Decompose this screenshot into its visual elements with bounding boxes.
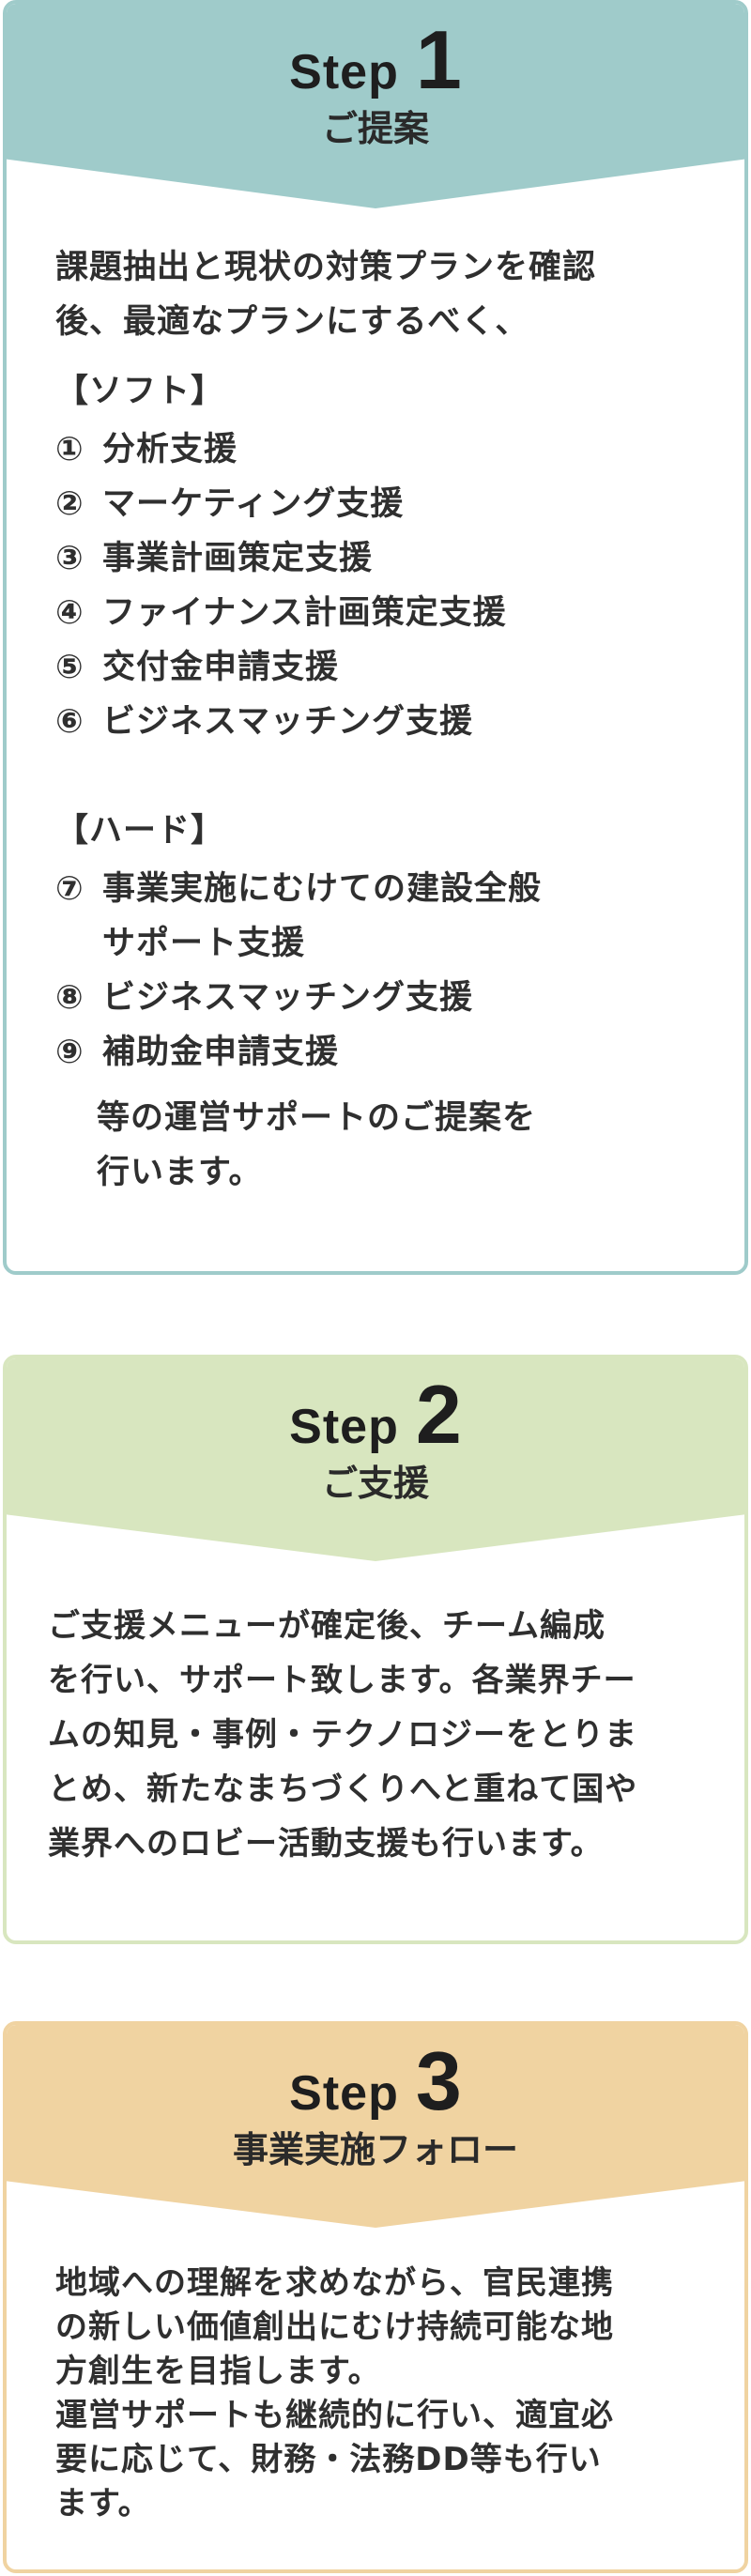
item-number: ⑦ (55, 870, 84, 908)
body-line: 地域への理解を求めながら、官民連携 (55, 2264, 614, 2302)
item-number: ④ (55, 594, 84, 632)
step-1-intro-line: 後、最適なプランにするべく、 (55, 303, 529, 341)
soft-heading: 【ソフト】 (55, 373, 225, 410)
item-text: 交付金申請支援 (102, 649, 340, 686)
item-number: ⑨ (55, 1034, 84, 1071)
list-item: ⑤ 交付金申請支援 (55, 640, 707, 695)
list-item-continuation: サポート支援 (55, 916, 707, 971)
item-text: ファイナンス計画策定支援 (102, 594, 507, 632)
step-1-word: Step (289, 45, 399, 100)
list-item: ⑦ 事業実施にむけての建設全般 (55, 862, 707, 916)
list-item: ⑥ ビジネスマッチング支援 (55, 695, 707, 749)
step-3-word: Step (289, 2066, 399, 2121)
step-3-number: 3 (415, 2034, 462, 2127)
item-text: マーケティング支援 (102, 485, 405, 523)
body-line: を行い、サポート致します。各業界チー (48, 1662, 636, 1699)
step-2-number: 2 (415, 1368, 462, 1461)
item-text: 事業実施にむけての建設全般 (102, 870, 543, 908)
item-text: 事業計画策定支援 (102, 540, 374, 577)
body-line: 要に応じて、財務・法務DD等も行い (55, 2441, 602, 2478)
step-2-body: ご支援メニューが確定後、チーム編成 を行い、サポート致します。各業界チー ムの知… (48, 1599, 722, 1871)
body-line: ムの知見・事例・テクノロジーをとりま (48, 1716, 637, 1754)
list-item: ⑨ 補助金申請支援 (55, 1025, 707, 1080)
list-item: ① 分析支援 (55, 422, 707, 477)
list-item: ② マーケティング支援 (55, 477, 707, 531)
step-3-body: 地域への理解を求めながら、官民連携 の新しい価値創出にむけ持続可能な地 方創生を… (55, 2262, 722, 2526)
closing-line: 等の運営サポートのご提案を (97, 1099, 537, 1137)
item-text: 補助金申請支援 (102, 1034, 340, 1071)
step-1-number: 1 (415, 13, 462, 106)
body-line: ます。 (55, 2485, 151, 2522)
item-text: ビジネスマッチング支援 (102, 979, 473, 1017)
list-item: ⑧ ビジネスマッチング支援 (55, 971, 707, 1025)
item-number: ⑧ (55, 979, 84, 1017)
step-1-intro: 課題抽出と現状の対策プランを確認 後、最適なプランにするべく、 (55, 240, 707, 349)
hard-list: ⑦ 事業実施にむけての建設全般 サポート支援 ⑧ ビジネスマッチング支援 ⑨ 補助金申… (55, 862, 707, 1080)
item-number: ⑤ (55, 649, 84, 686)
step-2-subtitle: ご支援 (321, 1463, 429, 1504)
body-line: 業界へのロビー活動支援も行います。 (48, 1825, 604, 1863)
step-1-subtitle: ご提案 (321, 108, 429, 149)
hard-heading: 【ハード】 (55, 812, 225, 850)
body-line: ご支援メニューが確定後、チーム編成 (48, 1607, 605, 1645)
item-number: ⑥ (55, 703, 84, 741)
body-line: 方創生を目指します。 (55, 2353, 381, 2390)
body-line: 運営サポートも継続的に行い、適宜必 (55, 2397, 614, 2434)
step-1-closing: 等の運営サポートのご提案を 行います。 (55, 1091, 707, 1200)
closing-line: 行います。 (97, 1154, 263, 1191)
body-line: とめ、新たなまちづくりへと重ねて国や (48, 1771, 638, 1808)
item-text: ビジネスマッチング支援 (102, 703, 473, 741)
step-2-word: Step (289, 1400, 399, 1454)
item-number: ① (55, 431, 84, 468)
step-3-subtitle: 事業実施フォロー (232, 2129, 518, 2170)
list-item: ③ 事業計画策定支援 (55, 531, 707, 586)
item-number: ③ (55, 540, 84, 577)
step-1-intro-line: 課題抽出と現状の対策プランを確認 (55, 249, 597, 286)
item-text: 分析支援 (102, 431, 238, 468)
soft-list: ① 分析支援 ② マーケティング支援 ③ 事業計画策定支援 ④ ファイナンス計画策定支援… (55, 422, 707, 749)
item-number: ② (55, 485, 84, 523)
body-line: の新しい価値創出にむけ持続可能な地 (55, 2308, 614, 2346)
item-text: サポート支援 (102, 925, 306, 962)
list-item: ④ ファイナンス計画策定支援 (55, 586, 707, 640)
